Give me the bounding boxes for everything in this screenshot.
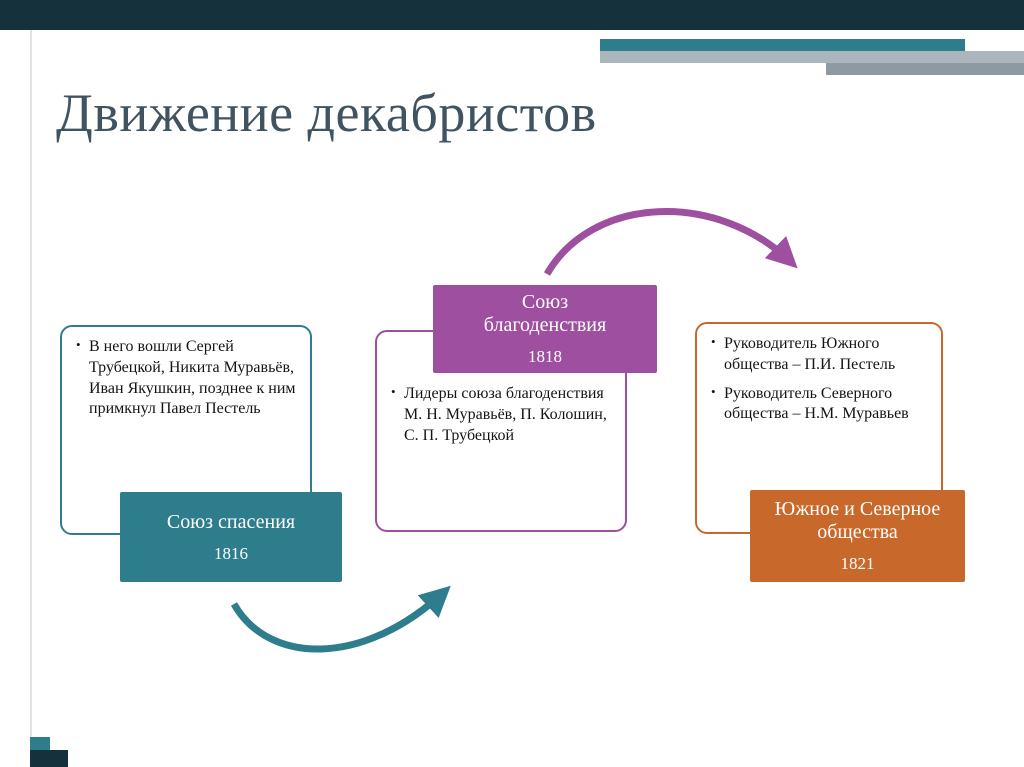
bottom-left-square-dark <box>30 750 68 767</box>
arrow-stage2-to-stage3 <box>543 208 798 276</box>
stage1-name: Союз спасения <box>166 510 296 533</box>
accent-stripe-white <box>600 36 965 39</box>
stage1-bullet-1: В него вошли Сергей Трубецкой, Никита Му… <box>76 337 296 420</box>
slide-title: Движение декабристов <box>56 83 597 143</box>
accent-stripe-gray <box>600 51 1024 63</box>
stage3-bullet-2: Руководитель Северного общества – Н.М. М… <box>711 384 927 426</box>
accent-stripe-gray-dark <box>826 63 1024 75</box>
stage3-name: Южное и Северное общества <box>774 498 941 543</box>
stage1-year: 1816 <box>214 543 248 563</box>
left-margin-line <box>30 30 32 737</box>
stage1-label: Союз спасения 1816 <box>120 492 342 582</box>
bottom-left-square-teal <box>30 737 50 750</box>
stage1-bullets: В него вошли Сергей Трубецкой, Никита Му… <box>62 327 310 438</box>
stage3-bullet-1: Руководитель Южного общества – П.И. Пест… <box>711 334 927 376</box>
accent-stripe-teal <box>600 39 965 51</box>
top-bar-decoration <box>0 0 1024 30</box>
stage2-bullet-1: Лидеры союза благоденствия М. Н. Муравьё… <box>391 384 611 446</box>
stage2-label: Союз благоденствия 1818 <box>433 285 657 373</box>
stage3-label: Южное и Северное общества 1821 <box>750 490 965 582</box>
stage2-bullets: Лидеры союза благоденствия М. Н. Муравьё… <box>377 332 625 464</box>
stage2-year: 1818 <box>528 347 562 366</box>
stage3-bullets: Руководитель Южного общества – П.И. Пест… <box>697 324 941 443</box>
stage3-year: 1821 <box>840 554 875 573</box>
stage2-name: Союз благоденствия <box>483 291 607 336</box>
arrow-stage1-to-stage2 <box>230 585 451 653</box>
